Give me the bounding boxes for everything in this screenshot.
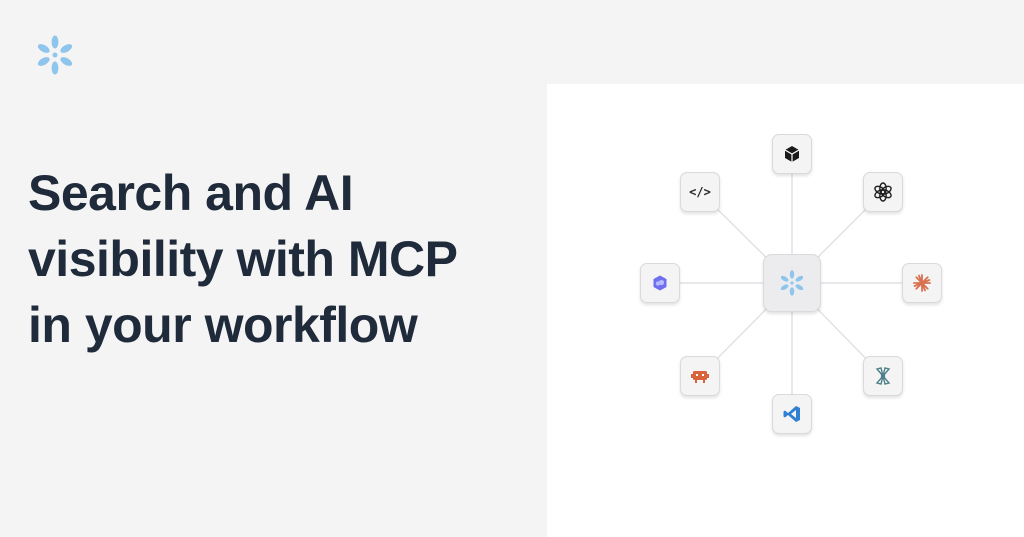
cloud-app-icon [653, 275, 667, 291]
claude-starburst-icon [913, 274, 931, 292]
headline-line-1: Search and AI [28, 165, 354, 221]
hub-node [763, 254, 821, 312]
openai-knot-icon [874, 182, 892, 202]
asterisk-flower-hub-icon [780, 270, 804, 296]
integration-node-top-right [863, 172, 903, 212]
integration-node-top [772, 134, 812, 174]
integration-node-bottom-left [680, 356, 720, 396]
integration-node-right [902, 263, 942, 303]
headline-line-3: in your workflow [28, 297, 418, 353]
integration-node-top-left: </> [680, 172, 720, 212]
integration-node-left [640, 263, 680, 303]
cube-icon [784, 146, 800, 162]
orange-robot-icon [691, 371, 709, 383]
brand-logo-icon [32, 32, 78, 78]
headline-line-2: visibility with MCP [28, 231, 458, 287]
fan-spiral-icon [875, 367, 891, 385]
integration-node-bottom [772, 394, 812, 434]
integration-node-bottom-right [863, 356, 903, 396]
vscode-icon [783, 406, 800, 422]
headline: Search and AI visibility with MCP in you… [28, 160, 528, 358]
code-brackets-icon: </> [689, 185, 711, 199]
integration-diagram: </> [547, 84, 1024, 537]
